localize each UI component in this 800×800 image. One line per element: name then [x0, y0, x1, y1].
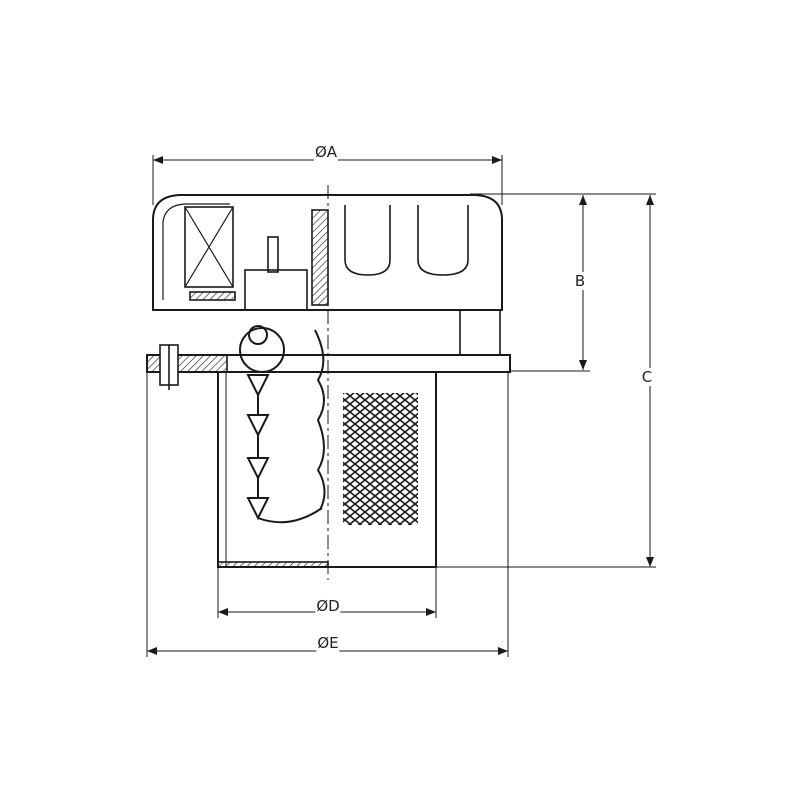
label-dia-d: ØD [315, 597, 341, 615]
label-c: C [640, 368, 654, 386]
cap [152, 194, 503, 311]
cap-slot [344, 205, 391, 276]
label-dia-e: ØE [316, 634, 340, 652]
label-dia-a: ØA [313, 143, 339, 161]
neck [459, 310, 501, 356]
label-b: B [573, 272, 587, 290]
filter-element [184, 206, 234, 288]
dimension-c [436, 193, 656, 568]
dimension-b [470, 193, 590, 372]
mesh [343, 393, 418, 525]
cap-slot [417, 205, 469, 276]
chain [239, 325, 326, 524]
